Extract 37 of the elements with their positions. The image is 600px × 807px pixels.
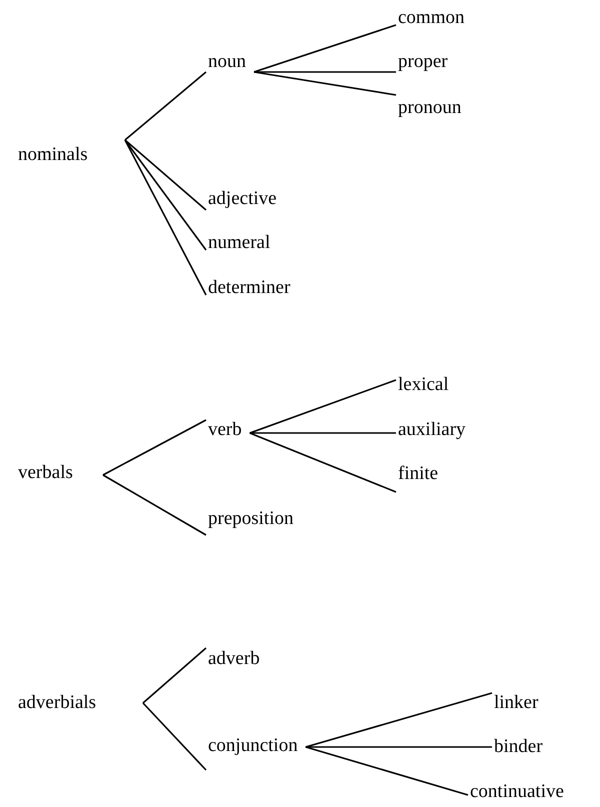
term-label: determiner — [208, 277, 290, 299]
term-label: numeral — [208, 232, 270, 254]
term-label: common — [398, 7, 464, 29]
term-label: binder — [494, 736, 543, 758]
branch-line — [124, 139, 207, 211]
term-label: adjective — [208, 188, 277, 210]
term-label: noun — [208, 51, 246, 73]
term-label: finite — [398, 463, 438, 485]
term-label: adverb — [208, 648, 260, 670]
branch-line — [102, 474, 206, 536]
term-label: verbals — [18, 462, 73, 484]
term-label: proper — [398, 51, 448, 73]
branch-line — [305, 746, 468, 796]
term-label: adverbials — [18, 692, 96, 714]
term-label: verb — [208, 419, 242, 441]
branch-line — [254, 24, 396, 73]
term-label: conjunction — [208, 735, 298, 757]
term-label: continuative — [470, 781, 564, 803]
branch-line — [124, 140, 207, 296]
branch-line — [305, 692, 492, 748]
branch-line — [124, 140, 207, 250]
branch-line — [142, 702, 207, 771]
branch-line — [102, 419, 206, 476]
term-label: auxiliary — [398, 419, 466, 441]
term-label: nominals — [18, 144, 88, 166]
branch-line — [249, 432, 396, 493]
term-label: preposition — [208, 508, 294, 530]
branch-line — [250, 379, 396, 434]
branch-line — [142, 647, 207, 704]
branch-line — [306, 746, 492, 748]
branch-line — [250, 432, 396, 434]
term-label: pronoun — [398, 97, 462, 119]
branch-line — [254, 71, 396, 73]
term-label: linker — [494, 692, 538, 714]
branch-line — [124, 71, 207, 141]
term-label: lexical — [398, 374, 449, 396]
branch-line — [254, 71, 396, 96]
